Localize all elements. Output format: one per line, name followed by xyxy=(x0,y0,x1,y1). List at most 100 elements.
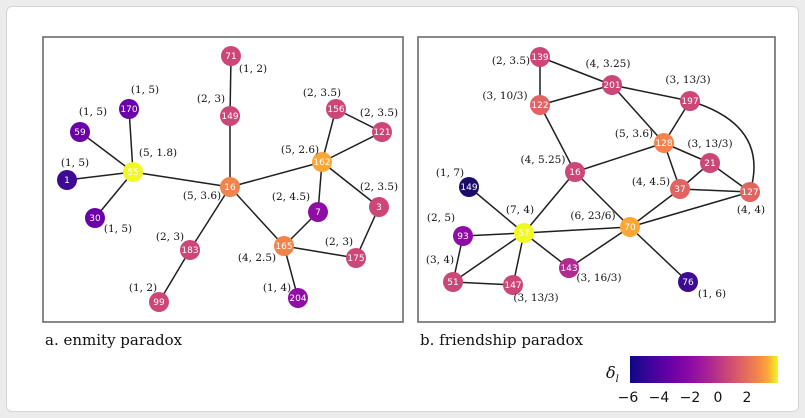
node-circle xyxy=(503,275,523,295)
node-circle xyxy=(559,258,579,278)
node-id-label: 59 xyxy=(74,128,86,138)
node-annotation: (5, 1.8) xyxy=(139,147,177,159)
edge-a-16-162 xyxy=(229,161,323,188)
node-a-55: 55(5, 1.8) xyxy=(123,147,177,182)
edge-b-37-127 xyxy=(679,188,751,193)
node-annotation: (4, 3.25) xyxy=(586,58,631,70)
edge-a-55-1 xyxy=(66,171,134,181)
node-b-201: 201 (4, 3.25) xyxy=(586,58,631,95)
node-id-label: 121 xyxy=(373,128,390,138)
node-id-label: 139 xyxy=(531,53,548,63)
node-a-59: 59(1, 5) xyxy=(70,106,107,142)
node-circle xyxy=(453,226,473,246)
node-annotation: (1, 6) xyxy=(698,288,726,300)
node-id-label: 71 xyxy=(225,52,236,62)
node-circle xyxy=(678,272,698,292)
colorbar-tick-2: −2 xyxy=(680,390,701,406)
node-annotation: (5, 3.6) xyxy=(615,128,653,140)
node-id-label: 76 xyxy=(682,278,694,288)
node-circle xyxy=(123,162,143,182)
node-b-21: 21(3, 13/3) xyxy=(687,138,733,173)
colorbar-label: δl xyxy=(606,363,619,385)
edge-b-139-201 xyxy=(539,56,613,86)
node-a-121: 121(2, 3.5) xyxy=(360,107,398,142)
node-id-label: 21 xyxy=(704,159,715,169)
node-circle xyxy=(565,162,585,182)
node-id-label: 147 xyxy=(504,281,521,291)
node-b-70: 70 (6, 23/6) xyxy=(570,210,640,237)
edge-b-51-147 xyxy=(452,281,514,286)
node-circle xyxy=(700,153,720,173)
node-id-label: 30 xyxy=(89,214,101,224)
caption-enmity-paradox: a. enmity paradox xyxy=(45,331,183,349)
node-annotation: (2, 3.5) xyxy=(492,55,530,67)
node-annotation: (6, 23/6) xyxy=(570,210,615,222)
node-circle xyxy=(372,122,392,142)
node-annotation: (4, 5.25) xyxy=(521,154,566,166)
node-annotation: (5, 2.6) xyxy=(281,144,319,156)
node-b-127: 127(4, 4) xyxy=(737,182,765,216)
colorbar-gradient xyxy=(630,356,778,383)
node-circle xyxy=(740,182,760,202)
node-circle xyxy=(620,217,640,237)
node-a-183: 183 (2, 3) xyxy=(156,231,200,260)
node-annotation: (4, 4.5) xyxy=(632,176,670,188)
node-circle xyxy=(220,177,240,197)
edge-b-57-93 xyxy=(462,232,525,237)
edge-b-37-70 xyxy=(629,188,681,228)
node-annotation: (3, 4) xyxy=(426,254,454,266)
node-id-label: 149 xyxy=(460,183,477,193)
node-annotation: (1, 2) xyxy=(129,282,157,294)
edge-b-70-143 xyxy=(568,226,631,269)
node-b-128: 128(5, 3.6) xyxy=(615,128,674,153)
node-b-51: 51(3, 4) xyxy=(426,254,463,292)
node-annotation: (1, 7) xyxy=(436,167,464,179)
edge-a-183-99 xyxy=(158,249,191,303)
caption-friendship-paradox: b. friendship paradox xyxy=(420,331,584,349)
node-b-16: 16(4, 5.25) xyxy=(521,154,585,182)
node-circle xyxy=(85,208,105,228)
node-circle xyxy=(149,292,169,312)
node-annotation: (2, 3) xyxy=(156,231,184,243)
node-id-label: 93 xyxy=(457,232,468,242)
edge-b-197-127 xyxy=(689,100,755,193)
node-circle xyxy=(369,197,389,217)
node-annotation: (1, 4) xyxy=(263,282,291,294)
node-b-149: 149 (1, 7) xyxy=(436,167,479,197)
node-id-label: 16 xyxy=(224,183,236,193)
node-circle xyxy=(308,202,328,222)
node-id-label: 156 xyxy=(327,105,344,115)
node-circle xyxy=(312,152,332,172)
node-id-label: 143 xyxy=(560,264,577,274)
node-id-label: 165 xyxy=(275,242,292,252)
node-id-label: 55 xyxy=(127,168,138,178)
node-circle xyxy=(70,122,90,142)
edge-a-16-183 xyxy=(189,186,231,251)
panel-a-nodes: 71(1, 2)149(2, 3)170(1, 5)59(1, 5)55(5, … xyxy=(57,46,398,312)
colorbar-tick-3: 0 xyxy=(714,390,723,406)
node-id-label: 70 xyxy=(624,223,636,233)
node-id-label: 201 xyxy=(603,81,620,91)
colorbar-tick-4: 2 xyxy=(743,390,752,406)
node-b-197: 197(3, 13/3) xyxy=(665,74,711,111)
node-id-label: 175 xyxy=(347,254,364,264)
node-a-71: 71(1, 2) xyxy=(221,46,267,75)
node-circle xyxy=(221,46,241,66)
node-a-162: 162(5, 2.6) xyxy=(281,144,332,172)
node-circle xyxy=(288,288,308,308)
node-annotation: (2, 3.5) xyxy=(360,181,398,193)
edge-b-127-70 xyxy=(629,191,751,228)
node-annotation: (1, 5) xyxy=(61,157,89,169)
node-circle xyxy=(670,179,690,199)
edge-a-165-175 xyxy=(283,245,357,259)
node-circle xyxy=(654,133,674,153)
node-id-label: 99 xyxy=(153,298,165,308)
node-annotation: (3, 10/3) xyxy=(482,90,527,102)
edge-b-201-197 xyxy=(611,84,691,102)
node-id-label: 37 xyxy=(674,185,685,195)
node-annotation: (4, 4) xyxy=(737,204,765,216)
panel-b-nodes: 139(2, 3.5)201(4, 3.25)197(3, 13/3)122(3… xyxy=(426,47,765,304)
node-b-37: 37 (4, 4.5) xyxy=(632,176,690,199)
node-annotation: (2, 3) xyxy=(325,236,353,248)
node-id-label: 183 xyxy=(181,246,198,256)
